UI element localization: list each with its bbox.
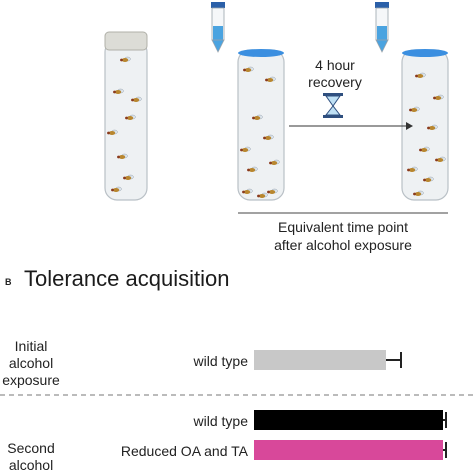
fruit-fly-icon bbox=[240, 146, 251, 152]
fruit-fly-icon bbox=[407, 166, 418, 172]
fruit-fly-icon bbox=[252, 114, 263, 120]
vial-icon bbox=[237, 49, 285, 201]
error-cap bbox=[445, 442, 447, 458]
error-cap bbox=[400, 352, 402, 368]
fruit-fly-icon bbox=[131, 96, 142, 102]
fruit-fly-icon bbox=[427, 124, 438, 130]
fruit-fly-icon bbox=[113, 88, 124, 94]
fruit-fly-icon bbox=[123, 174, 134, 180]
bar-label: Reduced OA and TA bbox=[120, 443, 248, 459]
hourglass-icon bbox=[323, 93, 343, 118]
centrifuge-tube-icon bbox=[375, 2, 389, 53]
bar bbox=[254, 350, 387, 370]
fruit-fly-icon bbox=[433, 94, 444, 100]
bar-label: wild type bbox=[193, 353, 248, 369]
fruit-fly-icon bbox=[419, 146, 430, 152]
bar bbox=[254, 410, 443, 430]
centrifuge-tube-icon bbox=[211, 2, 225, 53]
fruit-fly-icon bbox=[269, 159, 280, 165]
arrow bbox=[289, 122, 413, 130]
panel-b-letter: B bbox=[5, 277, 12, 287]
fruit-fly-icon bbox=[257, 192, 268, 198]
group-second-label: Second alcohol bbox=[7, 440, 55, 473]
fruit-fly-icon bbox=[263, 134, 274, 140]
flies bbox=[107, 56, 446, 198]
fruit-fly-icon bbox=[243, 66, 254, 72]
fruit-fly-icon bbox=[117, 153, 128, 159]
vial-icon bbox=[104, 31, 148, 201]
equivalent-time-label: Equivalent time point after alcohol expo… bbox=[274, 219, 412, 253]
error-bar bbox=[386, 359, 401, 361]
fruit-fly-icon bbox=[120, 56, 131, 62]
fruit-fly-icon bbox=[242, 188, 253, 194]
fruit-fly-icon bbox=[413, 190, 424, 196]
fruit-fly-icon bbox=[125, 114, 136, 120]
fruit-fly-icon bbox=[107, 129, 118, 135]
group-initial-label: Initial alcohol exposure bbox=[2, 338, 60, 388]
recovery-label: 4 hour recovery bbox=[308, 57, 362, 90]
bar bbox=[254, 440, 443, 460]
bar-label: wild type bbox=[193, 413, 248, 429]
vial-icon bbox=[401, 49, 449, 201]
fruit-fly-icon bbox=[423, 176, 434, 182]
fruit-fly-icon bbox=[415, 72, 426, 78]
fruit-fly-icon bbox=[247, 166, 258, 172]
error-bar bbox=[443, 449, 447, 451]
fruit-fly-icon bbox=[265, 76, 276, 82]
fruit-fly-icon bbox=[111, 186, 122, 192]
fruit-fly-icon bbox=[267, 188, 278, 194]
fruit-fly-icon bbox=[435, 156, 446, 162]
fruit-fly-icon bbox=[409, 106, 420, 112]
panel-b-title: Tolerance acquisition bbox=[24, 266, 230, 291]
error-bar bbox=[443, 419, 447, 421]
error-cap bbox=[445, 412, 447, 428]
